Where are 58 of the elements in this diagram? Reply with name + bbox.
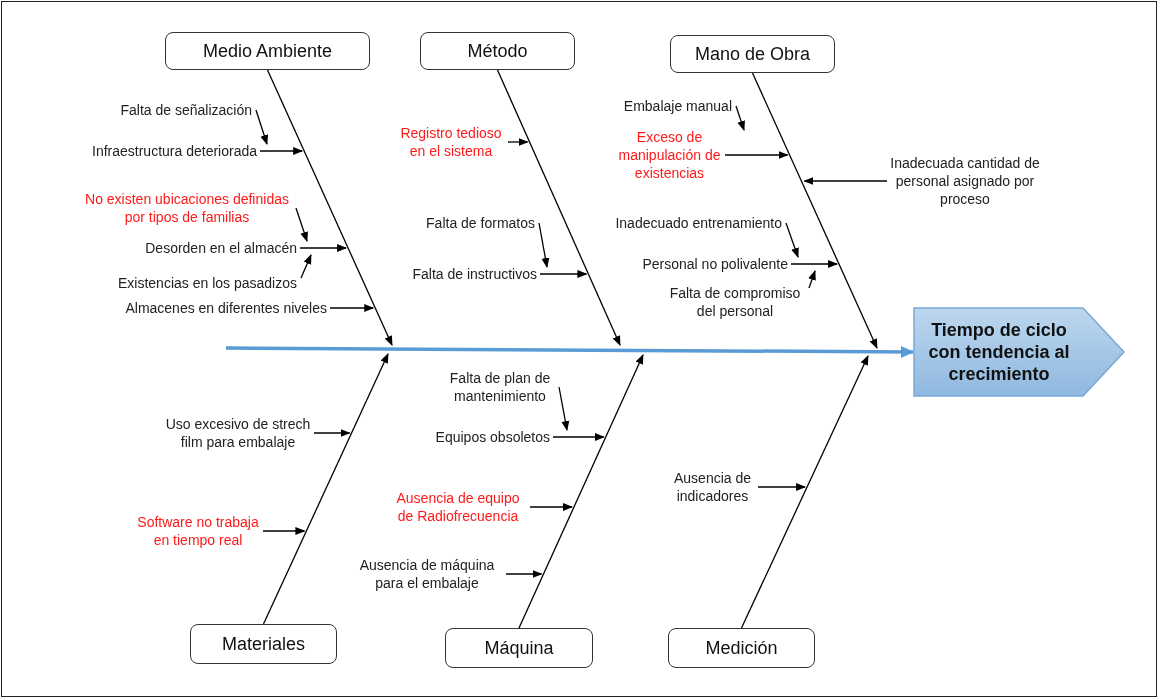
cause-text: Software no trabaja en tiempo real <box>136 513 260 549</box>
cause-text: Registro tedioso en el sistema <box>397 124 505 160</box>
category-box: Materiales <box>190 624 337 664</box>
bone-arrow <box>266 69 393 346</box>
bone-arrow <box>496 69 621 346</box>
arrow <box>808 270 816 289</box>
category-box: Método <box>420 32 575 70</box>
arrow <box>538 222 550 268</box>
cause-text: Ausencia de equipo de Radiofrecuencia <box>389 489 527 525</box>
category-box: Medición <box>668 628 815 668</box>
cause-text: No existen ubicaciones definidas por tipos de familias <box>82 190 292 226</box>
cause-text: Falta de compromiso del personal <box>665 284 805 320</box>
bone-arrow <box>262 353 389 625</box>
cause-text: Uso excesivo de strech film para embalaje <box>165 415 311 451</box>
arrow <box>259 147 304 155</box>
arrow <box>552 433 605 441</box>
arrow <box>529 503 573 511</box>
arrow <box>539 270 588 278</box>
cause-text: Ausencia de máquina para el embalaje <box>351 556 503 592</box>
cause-text: Existencias en los pasadizos <box>118 274 297 292</box>
cause-text: Inadecuada cantidad de personal asignado por proceso <box>890 154 1040 208</box>
arrow <box>255 109 269 145</box>
arrow <box>757 483 807 491</box>
arrow <box>735 105 745 131</box>
arrow <box>299 244 348 252</box>
cause-text: Falta de instructivos <box>412 265 537 283</box>
cause-text: Desorden en el almacén <box>145 239 297 257</box>
arrow <box>505 570 543 578</box>
cause-text: Ausencia de indicadores <box>670 469 755 505</box>
bone-arrow <box>740 355 869 629</box>
arrow <box>507 138 529 146</box>
cause-text: Embalaje manual <box>623 97 732 115</box>
bone-arrow <box>751 72 878 349</box>
category-box: Mano de Obra <box>670 35 835 73</box>
arrow <box>558 386 570 431</box>
spine-arrow <box>226 345 914 358</box>
cause-text: Falta de plan de mantenimiento <box>445 369 555 405</box>
arrow <box>329 304 375 312</box>
arrow <box>262 527 306 535</box>
arrow <box>790 260 838 268</box>
category-box: Medio Ambiente <box>165 32 370 70</box>
cause-text: Almacenes en diferentes niveles <box>125 299 327 317</box>
bone-arrow <box>518 354 644 629</box>
arrow <box>803 177 888 185</box>
arrow <box>313 429 351 437</box>
cause-text: Falta de formatos <box>426 214 535 232</box>
cause-text: Infraestructura deteriorada <box>92 142 257 160</box>
cause-text: Falta de señalización <box>120 101 252 119</box>
cause-text: Exceso de manipulación de existencias <box>617 128 722 182</box>
cause-text: Inadecuado entrenamiento <box>615 214 782 232</box>
arrow <box>295 207 308 242</box>
arrow <box>300 254 312 279</box>
arrow <box>724 151 789 159</box>
arrow <box>785 222 799 258</box>
category-box: Máquina <box>445 628 593 668</box>
effect-arrow-box: Tiempo de ciclo con tendencia al crecimiento <box>913 307 1125 397</box>
cause-text: Personal no polivalente <box>642 255 788 273</box>
cause-text: Equipos obsoletos <box>435 428 550 446</box>
